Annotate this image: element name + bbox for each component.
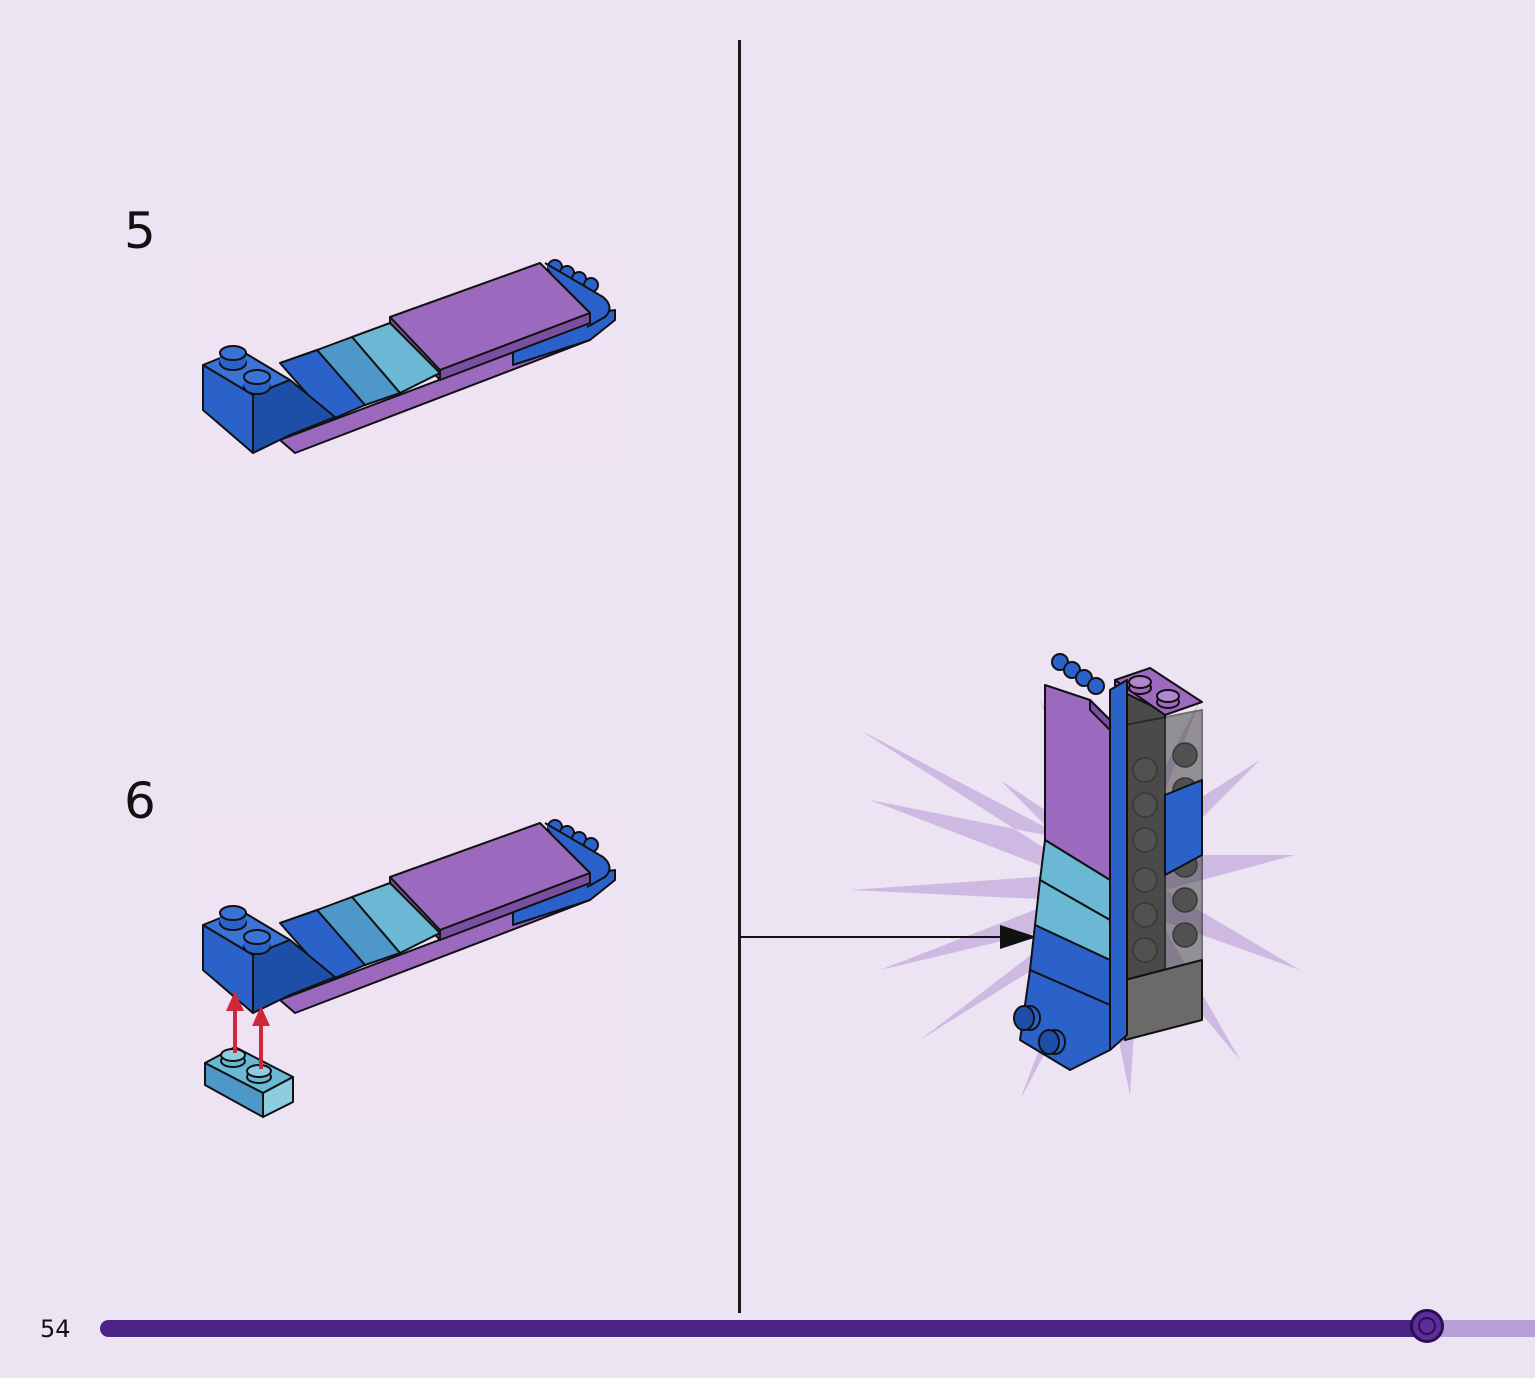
progress-bar-knob bbox=[1410, 1309, 1444, 1343]
step-5-number: 5 bbox=[124, 202, 156, 260]
progress-bar-fill bbox=[100, 1320, 1427, 1337]
step-6-model-illustration bbox=[202, 819, 616, 1118]
step-5-model-illustration bbox=[202, 259, 616, 454]
page-number: 54 bbox=[40, 1315, 71, 1343]
step-6-number: 6 bbox=[124, 772, 156, 830]
panel-divider bbox=[738, 40, 741, 1313]
assembly-callout-illustration bbox=[740, 653, 1300, 1100]
progress-bar bbox=[100, 1309, 1535, 1343]
